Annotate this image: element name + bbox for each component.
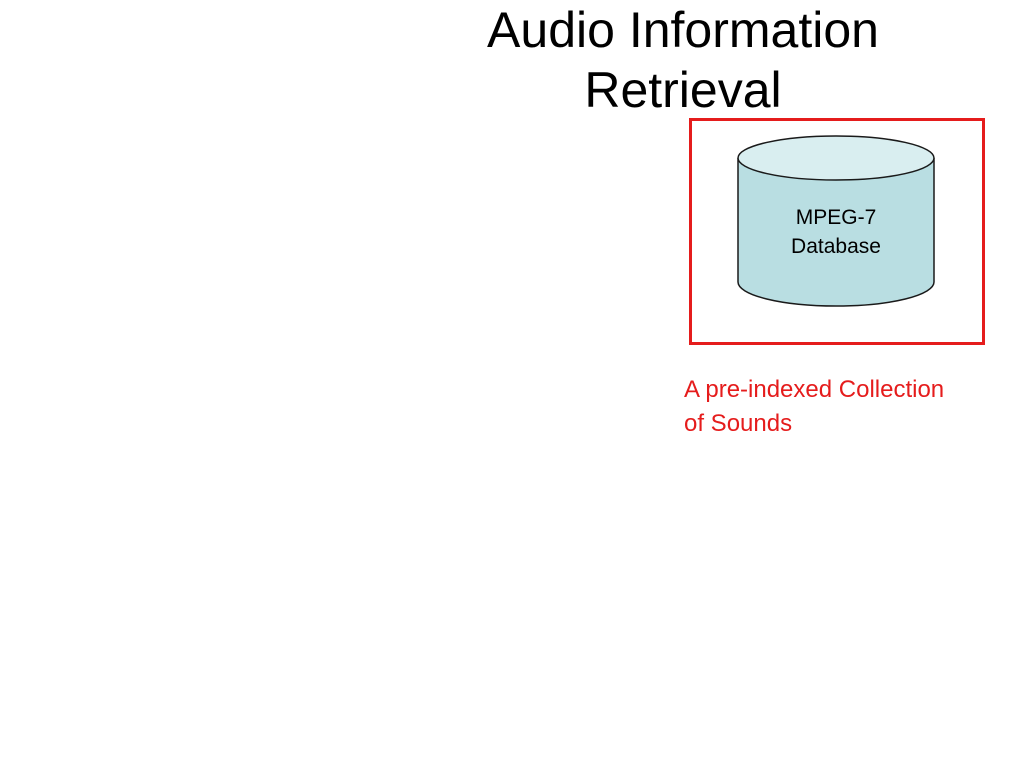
title-line-2: Retrieval (584, 62, 782, 118)
collection-caption: A pre-indexed Collection of Sounds (684, 373, 1014, 441)
title-line-1: Audio Information (487, 2, 879, 58)
caption-line-2: of Sounds (684, 410, 793, 437)
database-label-line-1: MPEG-7 (795, 206, 877, 229)
database-label-line-2: Database (791, 235, 881, 258)
cylinder-body (737, 158, 935, 307)
cylinder-top (737, 135, 935, 181)
database-label: MPEG-7 Database (738, 203, 934, 261)
caption-line-1: A pre-indexed Collection (684, 376, 945, 403)
database-cylinder (737, 135, 935, 307)
highlight-box (689, 118, 985, 345)
slide-title: Audio Information Retrieval (400, 0, 966, 120)
